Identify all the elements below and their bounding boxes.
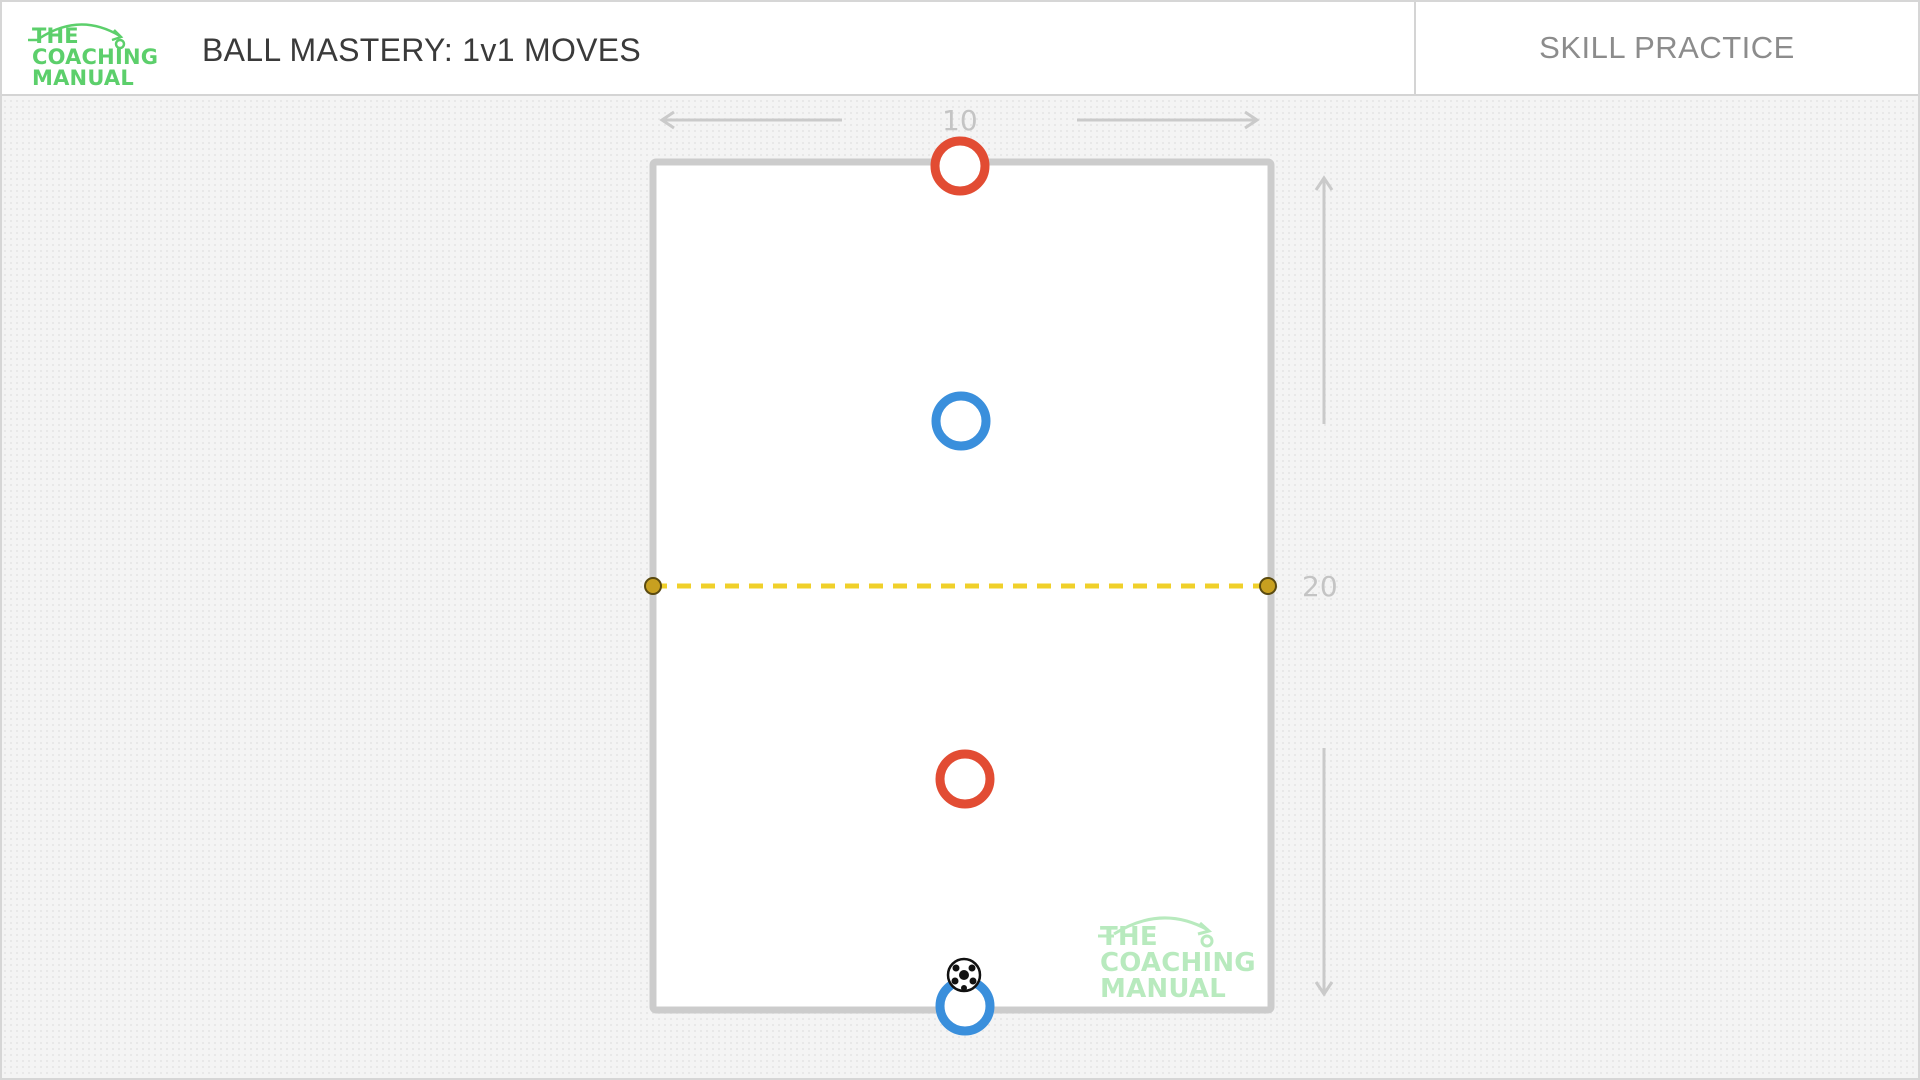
cone-right bbox=[1259, 577, 1277, 595]
page-title: BALL MASTERY: 1v1 MOVES bbox=[202, 32, 642, 68]
coaching-manual-watermark: THE COACHING MANUAL bbox=[1092, 904, 1272, 1004]
blue-player-middle[interactable] bbox=[931, 391, 991, 451]
watermark-line-3: MANUAL bbox=[1100, 974, 1226, 1004]
header-divider bbox=[1414, 2, 1416, 94]
pitch-area bbox=[649, 158, 1275, 1014]
height-label: 20 bbox=[1302, 570, 1338, 603]
watermark-line-2: COACHING bbox=[1100, 948, 1256, 978]
header-right-panel: SKILL PRACTICE bbox=[1416, 2, 1918, 94]
logo-line-3: MANUAL bbox=[32, 66, 134, 90]
header-bar: THE COACHING MANUAL BALL MASTERY: 1v1 MO… bbox=[2, 2, 1918, 96]
width-dimension-arrows bbox=[659, 110, 1260, 130]
logo-line-2: COACHING bbox=[32, 45, 159, 69]
soccer-ball-icon[interactable] bbox=[946, 957, 982, 993]
height-dimension-arrows bbox=[1314, 175, 1334, 997]
red-player-bottom[interactable] bbox=[935, 749, 995, 809]
watermark-arrow-icon bbox=[1098, 916, 1214, 948]
width-label: 10 bbox=[942, 104, 978, 137]
cone-left bbox=[644, 577, 662, 595]
watermark-line-1: THE bbox=[1100, 922, 1158, 952]
coaching-manual-logo[interactable]: THE COACHING MANUAL bbox=[20, 12, 170, 92]
logo-arrow-icon bbox=[28, 23, 126, 50]
session-type-label: SKILL PRACTICE bbox=[1539, 30, 1795, 65]
red-player-top[interactable] bbox=[930, 136, 990, 196]
logo-line-1: THE bbox=[32, 24, 79, 48]
